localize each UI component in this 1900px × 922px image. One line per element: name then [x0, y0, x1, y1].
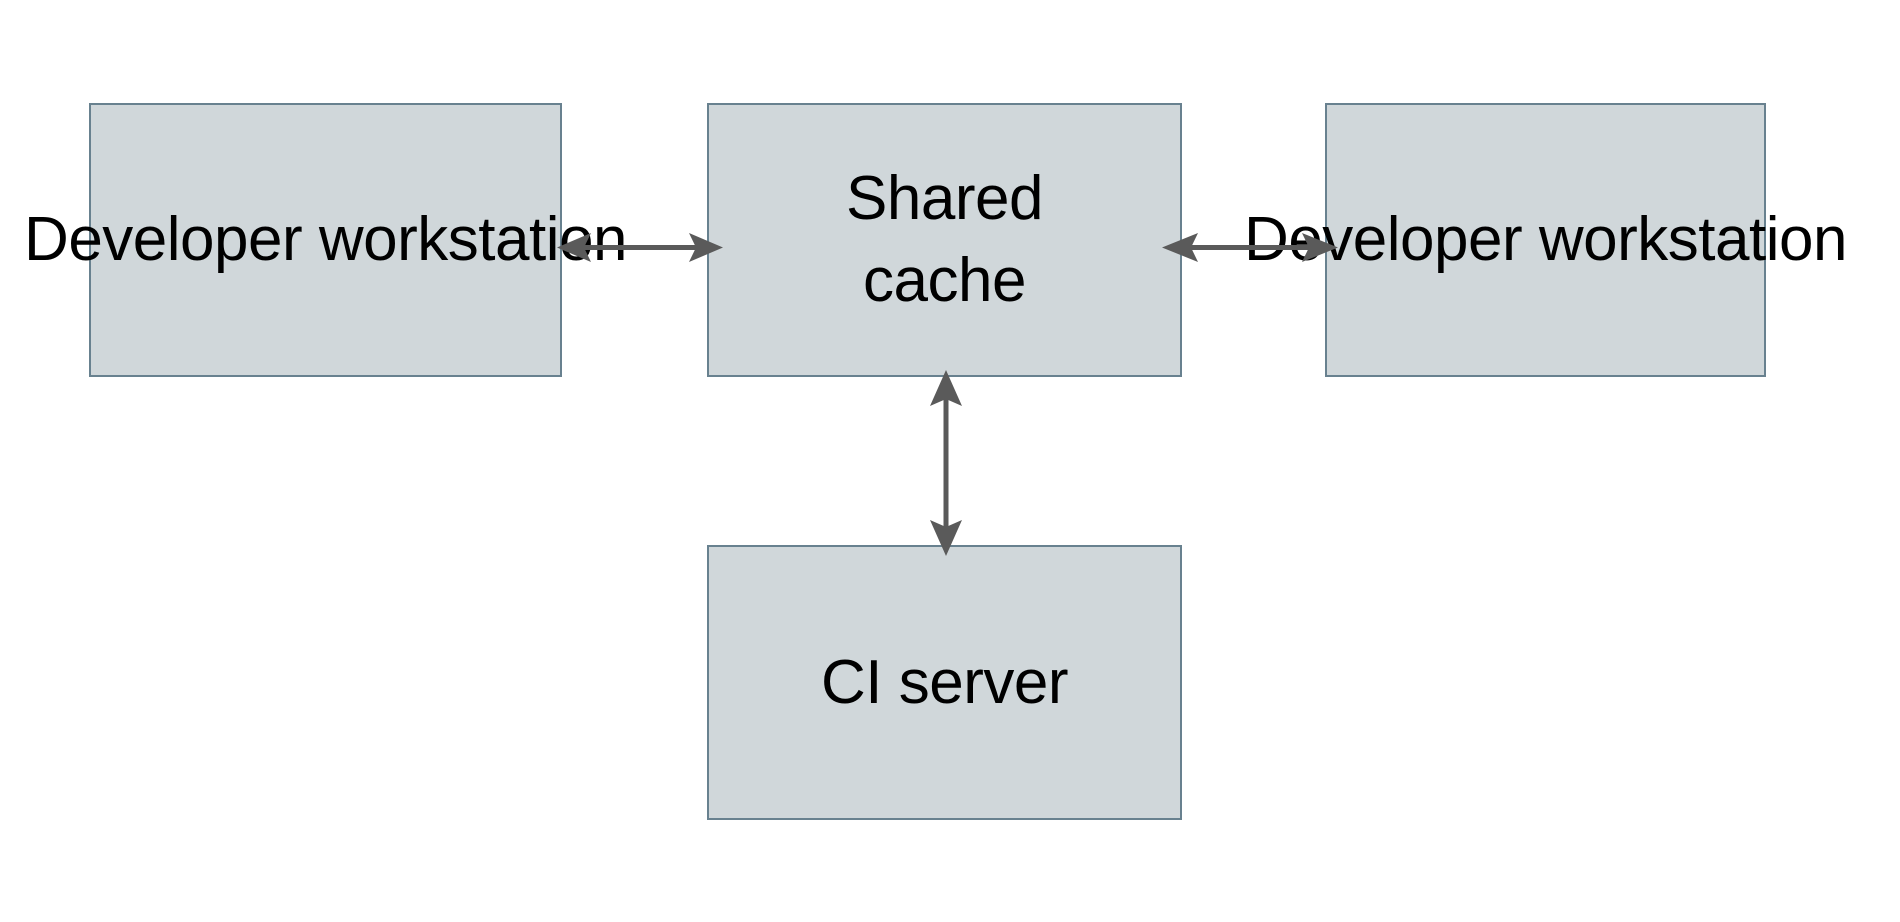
node-label: CI server: [821, 647, 1068, 717]
connector-shared-cache-to-developer-right: [1162, 233, 1338, 262]
node-label: Developer workstation: [24, 205, 627, 275]
node-label: Shared cache: [846, 164, 1043, 315]
arrowhead-left-icon: [557, 233, 591, 262]
arrowhead-left-icon: [1162, 233, 1198, 262]
arrowhead-right-icon: [1302, 233, 1338, 262]
node-developer-workstation-left[interactable]: Developer workstation: [24, 103, 627, 377]
connector-developer-left-to-shared-cache: [557, 233, 723, 262]
arrowhead-down-icon: [930, 520, 962, 556]
node-label: Developer workstation: [1244, 205, 1847, 275]
connector-shared-cache-to-ci-server: [930, 370, 962, 556]
arrowhead-up-icon: [930, 370, 962, 406]
node-developer-workstation-right[interactable]: Developer workstation: [1244, 103, 1847, 377]
arrowhead-right-icon: [689, 233, 723, 262]
node-shared-cache[interactable]: Shared cache: [707, 103, 1182, 377]
node-ci-server[interactable]: CI server: [707, 545, 1182, 820]
